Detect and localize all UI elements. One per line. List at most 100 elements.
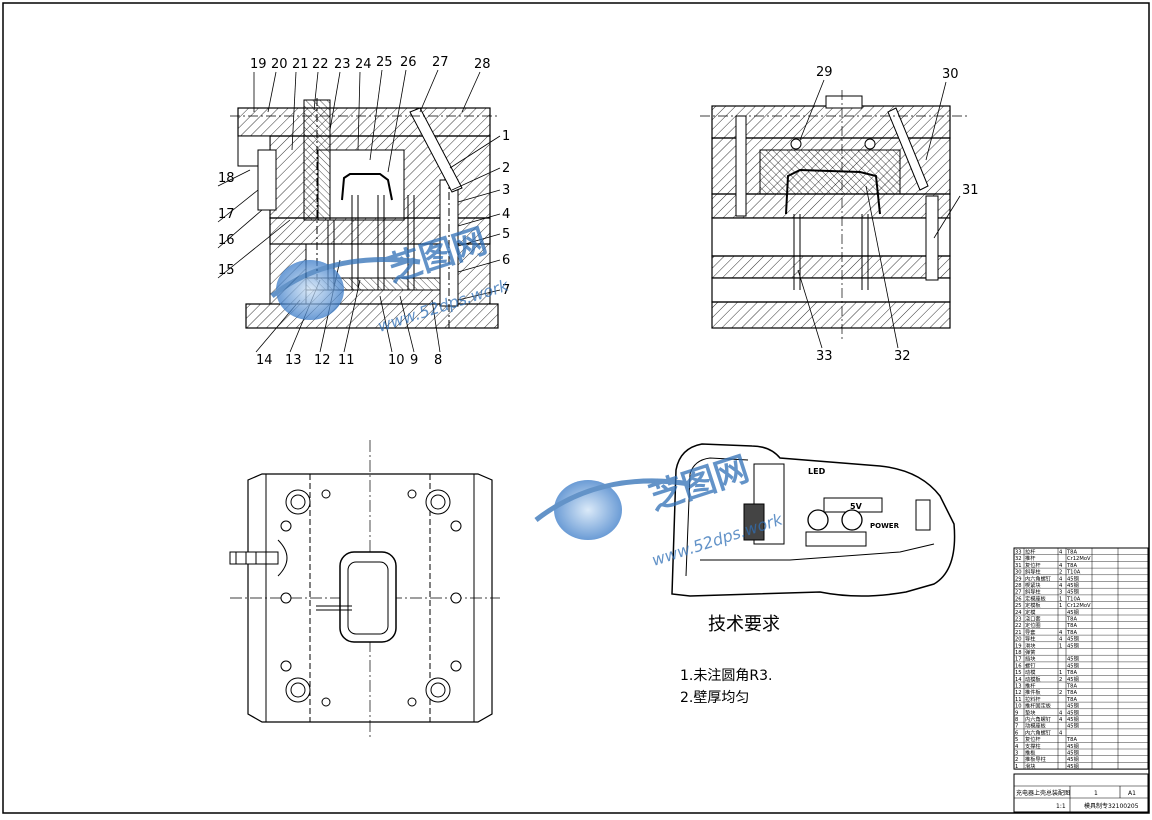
bom-cell-mat: 45钢 bbox=[1067, 588, 1079, 596]
callout: 18 bbox=[218, 171, 235, 186]
callout: 23 bbox=[334, 57, 351, 72]
callout: 10 bbox=[388, 353, 405, 368]
bom-cell-name: 浇口套 bbox=[1025, 615, 1041, 623]
callout: 9 bbox=[410, 353, 418, 368]
callout: 5 bbox=[502, 227, 510, 242]
bom-cell-no: 21 bbox=[1015, 630, 1022, 636]
bom-cell-no: 26 bbox=[1015, 596, 1022, 602]
bom-cell-no: 33 bbox=[1015, 550, 1022, 556]
bom-cell-name: 拉杆 bbox=[1025, 548, 1035, 556]
bom-cell-mat: 45钢 bbox=[1067, 675, 1079, 683]
bom-cell-name: 螺钉 bbox=[1025, 661, 1035, 669]
bom-cell-no: 4 bbox=[1015, 744, 1019, 750]
sheet-count: 1 bbox=[1094, 790, 1098, 797]
bom-cell-mat: T8A bbox=[1066, 737, 1077, 743]
bom-frame bbox=[1013, 547, 1149, 770]
product-label: LED bbox=[808, 467, 826, 476]
bom-cell-mat: T8A bbox=[1066, 684, 1077, 690]
bom-cell-name: 滑块 bbox=[1025, 762, 1036, 770]
bom-cell-mat: T8A bbox=[1066, 670, 1077, 676]
callout: 1 bbox=[502, 129, 510, 144]
callout: 7 bbox=[502, 283, 510, 298]
bom-cell-mat: 45钢 bbox=[1067, 635, 1079, 643]
bom-cell-qty: 1 bbox=[1059, 670, 1062, 676]
callout: 29 bbox=[816, 65, 833, 80]
right-section-view bbox=[700, 90, 970, 340]
bom-cell-mat: 45钢 bbox=[1067, 661, 1079, 669]
plan-view bbox=[229, 440, 500, 740]
callout: 30 bbox=[942, 67, 959, 82]
bom-cell-name: 复位杆 bbox=[1025, 735, 1041, 743]
product-label: 5V bbox=[850, 502, 863, 511]
drawing-title: 充电器上壳总装配图 bbox=[1016, 789, 1070, 797]
bom-cell-mat: T8A bbox=[1066, 563, 1077, 569]
bom-cell-name: 推件板 bbox=[1025, 688, 1041, 696]
callout: 27 bbox=[432, 55, 449, 70]
bom-cell-name: 动模 bbox=[1025, 668, 1035, 676]
school-code: 模具制专32100205 bbox=[1084, 802, 1139, 810]
bom-cell-no: 17 bbox=[1015, 657, 1022, 663]
bom-cell-name: 拉料杆 bbox=[1025, 695, 1041, 703]
bom-cell-no: 2 bbox=[1015, 757, 1018, 763]
bom-cell-no: 3 bbox=[1015, 751, 1018, 757]
bom-cell-name: 挡块 bbox=[1025, 655, 1036, 663]
bom-cell-no: 13 bbox=[1015, 684, 1022, 690]
bom-cell-mat: 45钢 bbox=[1067, 641, 1079, 649]
bom-cell-no: 9 bbox=[1015, 710, 1018, 716]
bom-cell-no: 28 bbox=[1015, 583, 1022, 589]
bom-cell-name: 推杆 bbox=[1025, 682, 1035, 690]
bom-cell-no: 8 bbox=[1015, 717, 1018, 723]
bom-cell-qty: 4 bbox=[1059, 576, 1063, 582]
bom-cell-no: 30 bbox=[1015, 570, 1022, 576]
bom-cell-name: 内六角螺钉 bbox=[1025, 728, 1051, 736]
left-section-view bbox=[230, 98, 500, 330]
bom-cell-no: 6 bbox=[1015, 730, 1018, 736]
bom-cell-qty: 4 bbox=[1059, 717, 1063, 723]
technical-requirements: 技术要求 1.未注圆角R3. 2.壁厚均匀 bbox=[680, 614, 780, 706]
bom-cell-no: 32 bbox=[1015, 556, 1022, 562]
product-isometric-view: LED 5V POWER bbox=[671, 443, 956, 597]
tech-requirements-title: 技术要求 bbox=[708, 614, 780, 635]
callout: 20 bbox=[271, 57, 288, 72]
bom-cell-mat: 45钢 bbox=[1067, 708, 1079, 716]
bom-cell-no: 19 bbox=[1015, 643, 1022, 649]
callout-labels-right: 29 30 31 32 33 bbox=[816, 65, 979, 364]
bom-cell-name: 斜导柱 bbox=[1025, 568, 1041, 576]
bom-cell-mat: 45钢 bbox=[1067, 702, 1079, 710]
bom-cell-mat: 45钢 bbox=[1067, 581, 1079, 589]
bom-cell-no: 29 bbox=[1015, 576, 1022, 582]
bom-cell-no: 14 bbox=[1015, 677, 1022, 683]
bom-cell-no: 7 bbox=[1015, 724, 1018, 730]
bom-cell-mat: 45钢 bbox=[1067, 722, 1079, 730]
bom-cell-name: 内六角螺钉 bbox=[1025, 715, 1051, 723]
bom-cell-name: 定模板 bbox=[1025, 601, 1041, 609]
bom-cell-no: 23 bbox=[1015, 617, 1022, 623]
bom-cell-no: 15 bbox=[1015, 670, 1022, 676]
bom-cell-name: 推杆 bbox=[1025, 554, 1035, 562]
bom-cell-qty: 1 bbox=[1059, 596, 1062, 602]
bom-cell-mat: 45钢 bbox=[1067, 762, 1079, 770]
callout: 2 bbox=[502, 161, 510, 176]
bom-cell-name: 动模板 bbox=[1025, 675, 1041, 683]
bom-cell-mat: T8A bbox=[1066, 630, 1077, 636]
